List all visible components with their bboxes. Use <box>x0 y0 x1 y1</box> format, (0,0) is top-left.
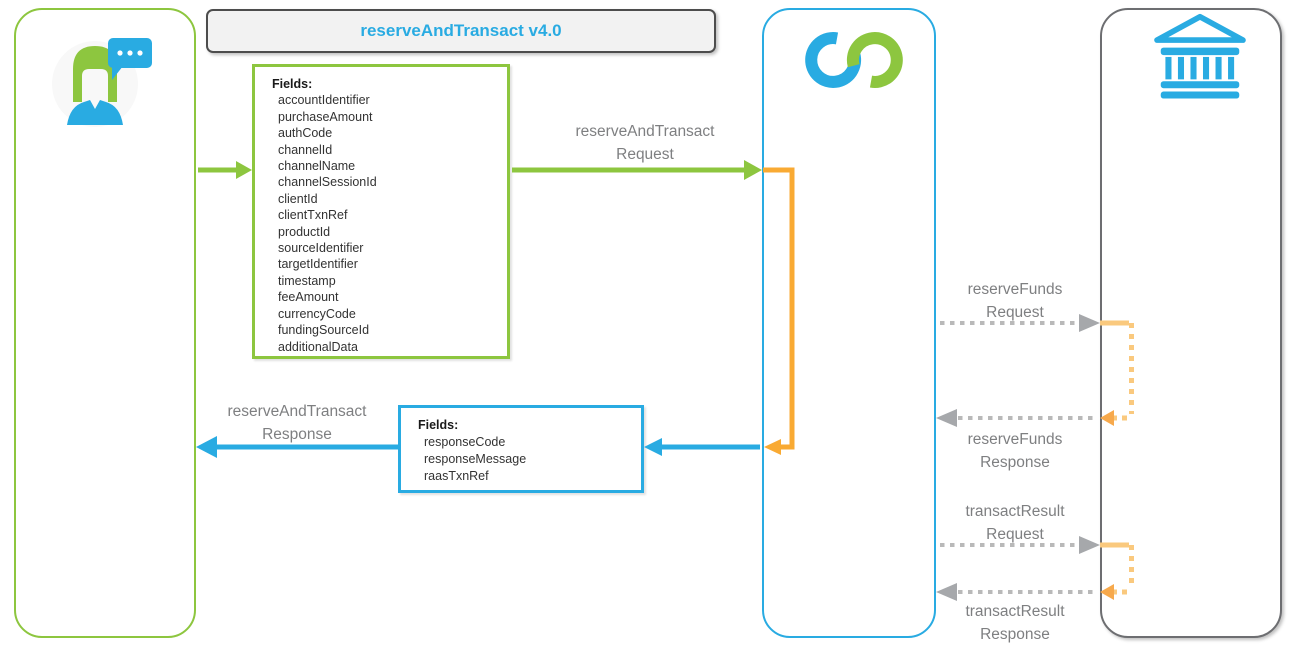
request-fields-heading: Fields: <box>272 77 313 91</box>
label-reservefunds-response: reserveFunds Response <box>967 431 1063 471</box>
field-item: responseCode <box>424 435 506 449</box>
ring-green <box>846 32 903 88</box>
bank-column <box>1215 56 1222 80</box>
field-item: targetIdentifier <box>278 257 358 272</box>
bank-architrave <box>1160 47 1240 56</box>
arrowhead-left-icon <box>644 438 662 456</box>
field-item: responseMessage <box>424 452 527 466</box>
field-item: productId <box>278 224 331 239</box>
bank-base <box>1160 91 1240 99</box>
label-transactresult-response: transactResult Response <box>965 603 1065 643</box>
field-item: accountIdentifier <box>278 93 370 108</box>
bank-stylobate <box>1160 81 1240 89</box>
bank-column <box>1202 56 1210 80</box>
arrowhead-left-icon <box>936 409 957 427</box>
label-reserveandtransact-request: reserveAndTransact Request <box>575 123 715 163</box>
label-reserveandtransact-response: reserveAndTransact Response <box>227 403 367 443</box>
bubble-dot <box>117 50 123 56</box>
arrowhead-left-icon <box>196 436 217 458</box>
field-item: fundingSourceId <box>278 323 370 338</box>
field-item: purchaseAmount <box>278 109 373 124</box>
response-fields-heading: Fields: <box>418 418 459 432</box>
bank-column <box>1165 56 1172 80</box>
person-with-speech-bubble-icon <box>52 38 152 127</box>
field-item: additionalData <box>278 339 358 354</box>
ring-blue <box>805 32 862 88</box>
response-fields-box: Fields: responseCode responseMessage raasT… <box>398 405 644 493</box>
response-fields-list: responseCode responseMessage raasTxnRef <box>418 434 635 485</box>
field-item: channelName <box>278 159 356 174</box>
lane-bank <box>1100 8 1282 638</box>
bubble-dot <box>127 50 133 56</box>
arrowhead-right-icon <box>236 161 252 179</box>
bank-column <box>1190 56 1197 80</box>
lane-raas-platform <box>762 8 936 638</box>
bank-building-icon <box>1154 13 1246 99</box>
bank-pediment <box>1154 13 1246 43</box>
label-reservefunds-request: reserveFunds Request <box>967 281 1063 321</box>
diagram-title: reserveAndTransact v4.0 <box>360 21 562 40</box>
field-item: raasTxnRef <box>424 469 489 483</box>
person-hair <box>73 46 117 102</box>
field-item: channelId <box>278 142 333 157</box>
field-item: timestamp <box>278 273 336 288</box>
bank-column <box>1228 56 1235 80</box>
field-item: channelSessionId <box>278 175 377 190</box>
bubble-dot <box>137 50 143 56</box>
field-item: feeAmount <box>278 290 339 305</box>
speech-bubble-tail <box>112 66 123 80</box>
field-item: sourceIdentifier <box>278 241 364 256</box>
bank-column <box>1177 56 1185 80</box>
field-item: currencyCode <box>278 306 356 321</box>
field-item: clientTxnRef <box>278 208 348 223</box>
diagram-title-box: reserveAndTransact v4.0 <box>206 9 716 53</box>
arrowhead-right-icon <box>744 160 762 180</box>
interlocked-rings-logo-icon <box>805 32 903 88</box>
arrowhead-left-icon <box>936 583 957 601</box>
field-item: authCode <box>278 126 333 141</box>
person-shoulders <box>67 100 123 125</box>
field-item: clientId <box>278 191 318 206</box>
label-transactresult-request: transactResult Request <box>965 503 1065 543</box>
